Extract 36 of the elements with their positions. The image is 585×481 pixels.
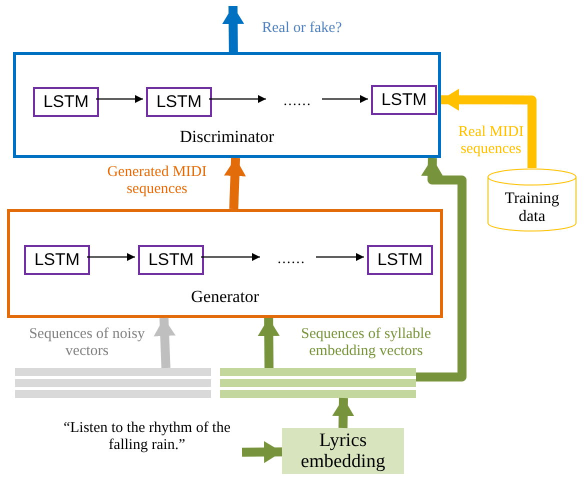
edge-label: Sequences of syllable embedding vectors — [300, 326, 432, 360]
lstm-box: LSTM — [33, 87, 99, 117]
ellipsis-text: …… — [277, 253, 305, 267]
lstm-box: LSTM — [24, 245, 90, 275]
arrow — [201, 253, 260, 261]
arrow — [316, 253, 364, 261]
arrow — [258, 318, 280, 368]
arrow — [224, 158, 246, 210]
discriminator-box — [13, 52, 441, 158]
arrow — [332, 398, 354, 428]
lstm-box: LSTM — [138, 245, 204, 275]
arrow — [154, 318, 176, 368]
arrow — [209, 95, 266, 103]
edge-label: Generated MIDI sequences — [106, 164, 208, 198]
arrow — [222, 6, 244, 52]
edge-label: Sequences of noisy vectors — [28, 326, 146, 360]
arrow — [87, 253, 135, 261]
arrow — [440, 88, 536, 168]
vector-bars — [220, 368, 416, 398]
edge-label: Real or fake? — [262, 20, 343, 37]
arrow — [322, 95, 368, 103]
lstm-box: LSTM — [146, 87, 212, 117]
cylinder-label: Training data — [504, 190, 560, 226]
box-title: Generator — [191, 288, 259, 305]
arrow — [416, 158, 466, 382]
box-title: Discriminator — [180, 128, 274, 145]
arrow — [242, 441, 282, 464]
edge-label: Real MIDI sequences — [457, 124, 525, 158]
quote-text: “Listen to the rhythm of the falling rain.” — [62, 420, 232, 454]
arrow — [96, 95, 143, 103]
ellipsis-text: …… — [283, 95, 311, 109]
lstm-box: LSTM — [371, 85, 437, 115]
lstm-box: LSTM — [367, 245, 433, 275]
embedding-box: Lyrics embedding — [282, 428, 404, 474]
vector-bars — [15, 368, 211, 398]
generator-box — [7, 209, 443, 318]
